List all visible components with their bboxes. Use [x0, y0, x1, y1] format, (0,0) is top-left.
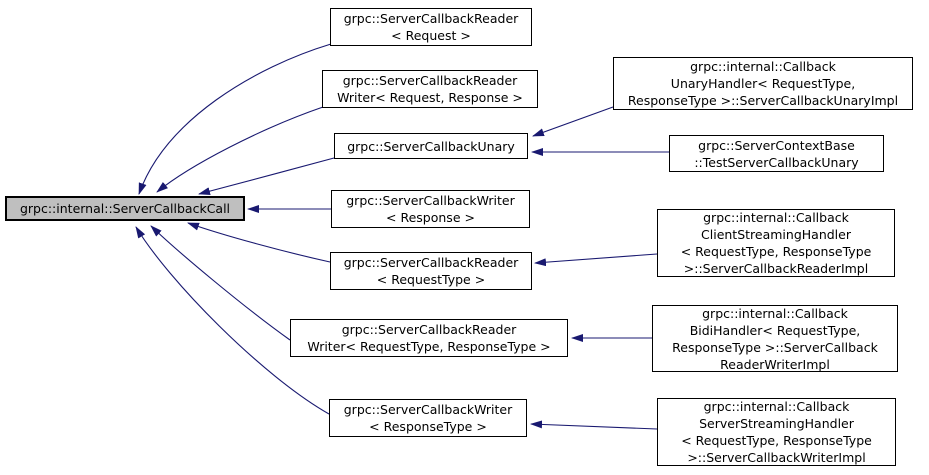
edge-client-streaming-reader-impl-to-reader-requesttype: [534, 253, 658, 267]
class-node-label: grpc::internal::ServerCallbackCall: [19, 201, 231, 216]
class-node-server-callback-writer-responsetype[interactable]: grpc::ServerCallbackWriter < ResponseTyp…: [329, 399, 527, 437]
class-node-label: grpc::internal::Callback: [703, 210, 849, 225]
class-node-label: ServerStreamingHandler: [699, 416, 854, 431]
class-node-label: >::ServerCallbackReaderImpl: [683, 261, 869, 276]
class-node-label: ReaderWriterImpl: [720, 356, 830, 372]
edge-readerwriter-requesttype-responsetype-to-base: [150, 225, 291, 341]
edge-readerwriter-request-response-to-base: [156, 106, 324, 193]
class-node-label: grpc::ServerCallbackReader: [342, 73, 518, 88]
class-node-label: BidiHandler< RequestType,: [689, 322, 861, 338]
class-node-label: < RequestType >: [376, 272, 486, 287]
class-node-label: Writer< RequestType, ResponseType >: [307, 339, 551, 354]
class-node-label: grpc::ServerCallbackUnary: [347, 138, 515, 154]
edge-writer-responsetype-to-base: [135, 226, 330, 415]
class-node-label: < RequestType, ResponseType: [681, 433, 872, 448]
edge-reader-requesttype-to-base: [187, 222, 331, 263]
class-node-label: grpc::ServerCallbackReader: [343, 11, 519, 26]
class-node-label: < RequestType, ResponseType: [680, 244, 872, 259]
class-node-test-server-callback-unary[interactable]: grpc::ServerContextBase ::TestServerCall…: [669, 135, 884, 172]
class-node-label: grpc::internal::Callback: [690, 59, 836, 74]
class-node-label: Writer< Request, Response >: [337, 90, 523, 105]
class-node-client-streaming-handler-reader-impl[interactable]: grpc::internal::Callback ClientStreaming…: [657, 209, 895, 277]
class-node-label: >::ServerCallbackWriterImpl: [687, 450, 866, 465]
class-node-server-callback-readerwriter-requesttype-responsetype[interactable]: grpc::ServerCallbackReader Writer< Reque…: [290, 319, 568, 357]
class-node-server-callback-unary[interactable]: grpc::ServerCallbackUnary: [334, 133, 528, 159]
class-node-label: grpc::internal::Callback: [702, 305, 848, 321]
class-node-label: < ResponseType >: [369, 419, 487, 434]
class-node-server-callback-call: grpc::internal::ServerCallbackCall: [5, 196, 245, 221]
class-node-label: grpc::ServerContextBase: [698, 137, 855, 153]
edge-server-streaming-writer-impl-to-writer-responsetype: [530, 420, 658, 430]
class-node-label: ResponseType >::ServerCallback: [672, 339, 878, 355]
edge-reader-request-to-base: [138, 43, 332, 195]
class-node-label: grpc::ServerCallbackReader: [343, 255, 519, 270]
class-node-label: < Request >: [391, 28, 471, 43]
edge-unary-to-base: [198, 157, 335, 196]
class-node-server-callback-reader-request[interactable]: grpc::ServerCallbackReader < Request >: [330, 8, 532, 46]
class-node-server-callback-readerwriter-request-response[interactable]: grpc::ServerCallbackReader Writer< Reque…: [322, 70, 538, 108]
class-node-server-callback-writer-response[interactable]: grpc::ServerCallbackWriter < Response >: [331, 190, 530, 228]
edge-callback-unary-impl-to-unary: [532, 106, 614, 137]
class-node-label: < Response >: [386, 210, 475, 225]
class-node-label: grpc::ServerCallbackReader: [341, 322, 517, 337]
class-node-label: ClientStreamingHandler: [701, 227, 851, 242]
class-node-callback-unary-handler-impl[interactable]: grpc::internal::Callback UnaryHandler< R…: [613, 57, 913, 110]
class-node-server-streaming-handler-writer-impl[interactable]: grpc::internal::Callback ServerStreaming…: [657, 398, 896, 466]
class-node-label: UnaryHandler< RequestType,: [670, 76, 856, 91]
class-node-label: grpc::internal::Callback: [703, 399, 850, 414]
class-node-server-callback-reader-requesttype[interactable]: grpc::ServerCallbackReader < RequestType…: [330, 252, 532, 290]
class-node-label: ::TestServerCallbackUnary: [694, 154, 859, 170]
class-node-bidi-handler-readerwriter-impl[interactable]: grpc::internal::Callback BidiHandler< Re…: [652, 305, 898, 372]
class-node-label: grpc::ServerCallbackWriter: [343, 402, 513, 417]
class-node-label: grpc::ServerCallbackWriter: [346, 193, 515, 208]
class-node-label: ResponseType >::ServerCallbackUnaryImpl: [627, 93, 899, 108]
